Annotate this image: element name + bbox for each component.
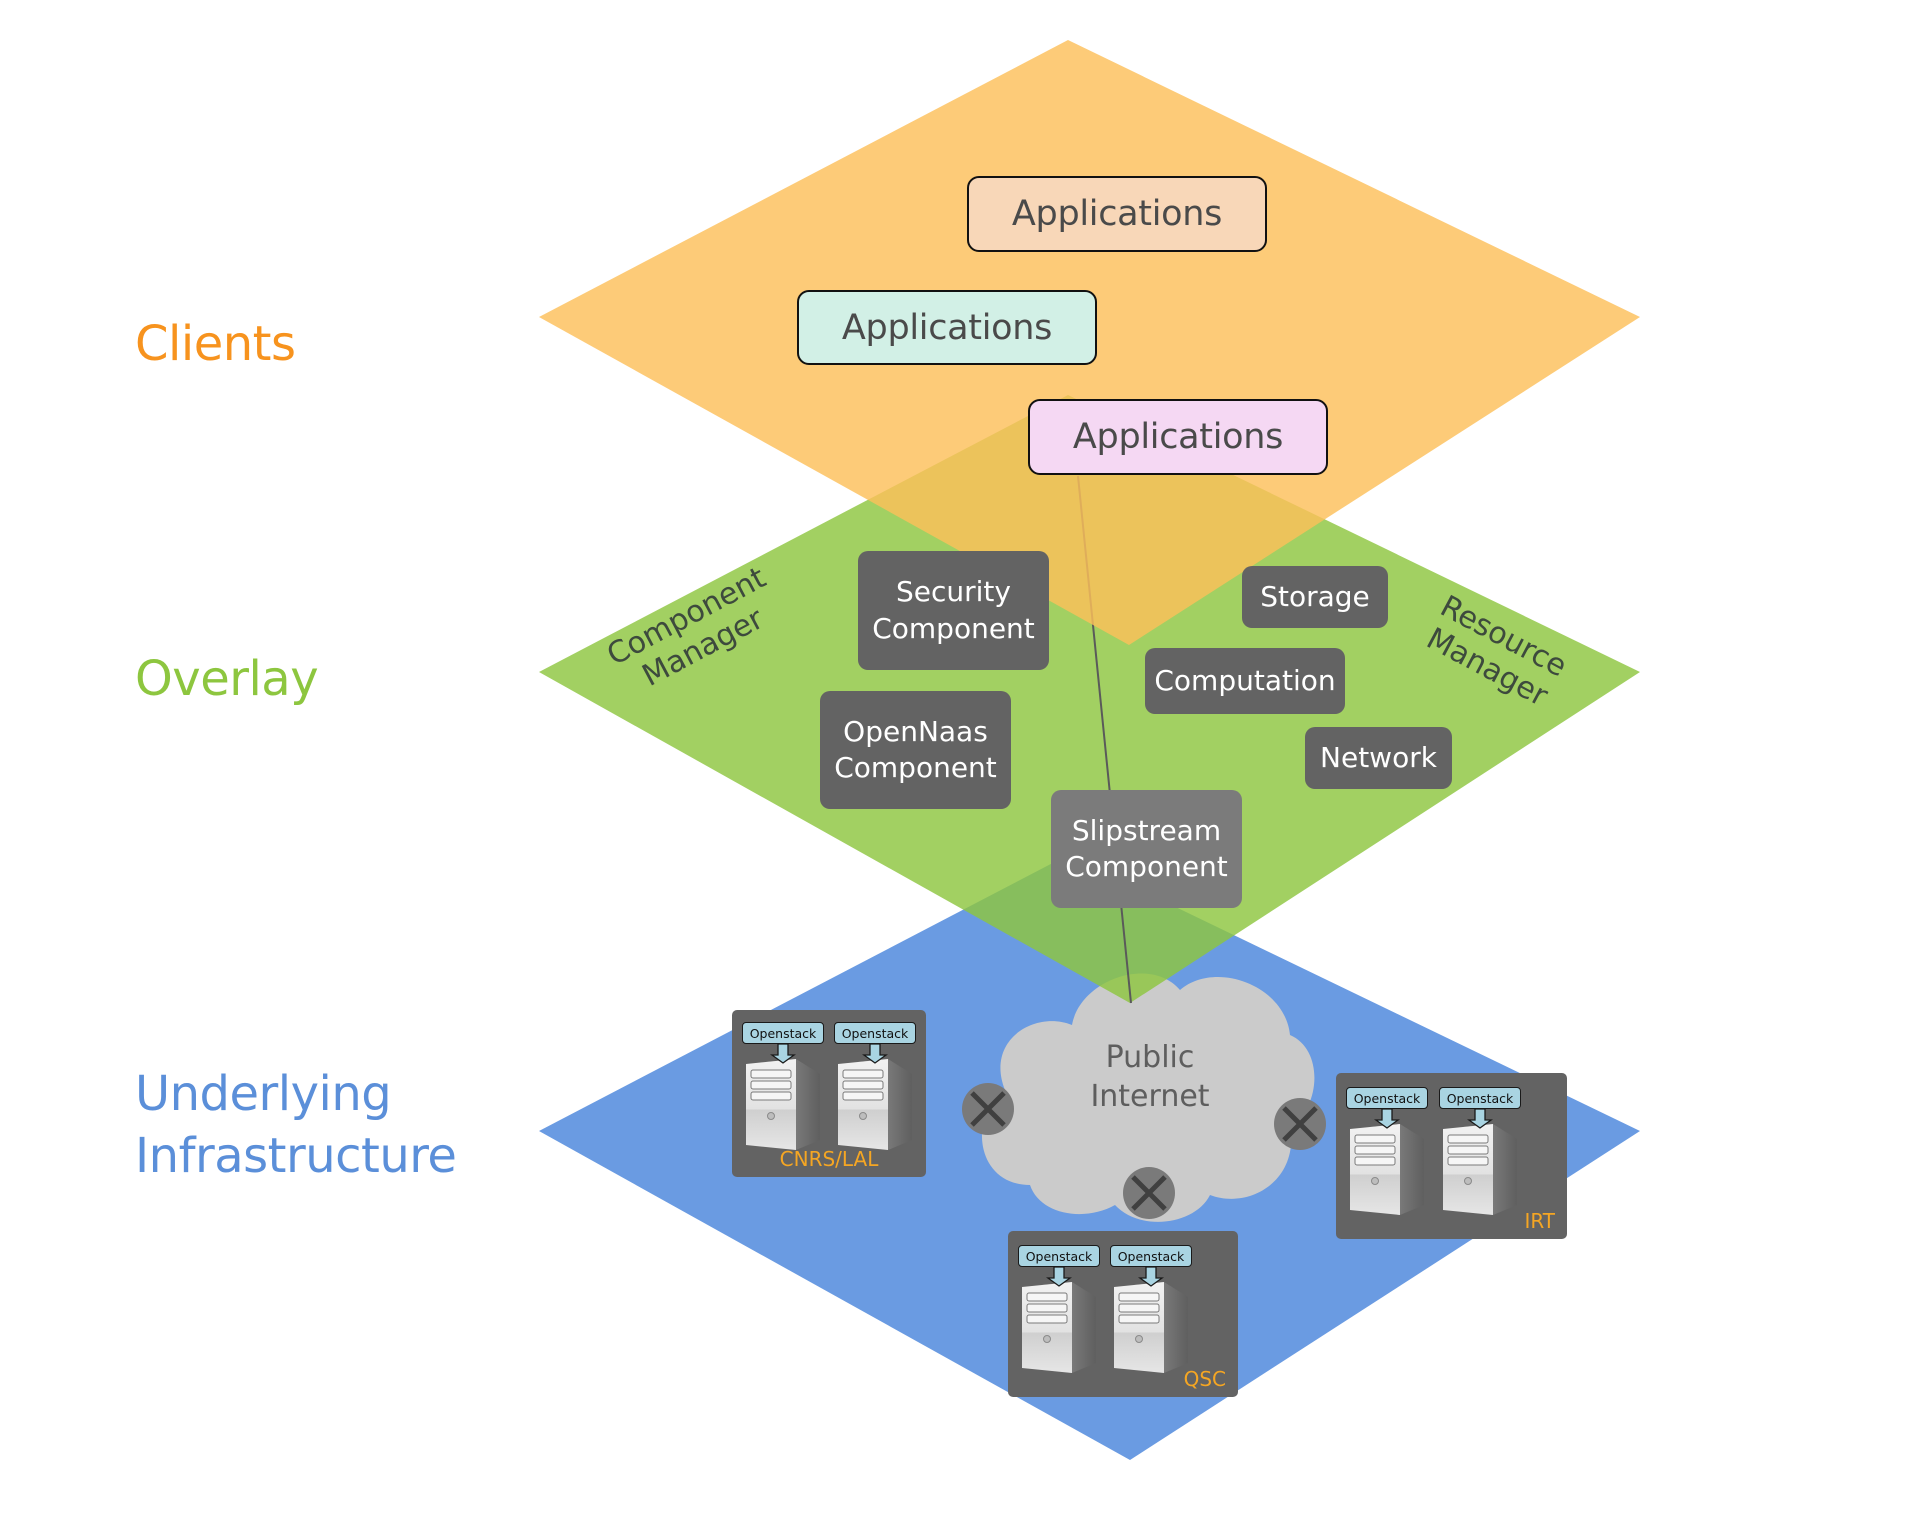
overlay-layer-label: Overlay [135,651,319,707]
server-icon [837,1043,913,1150]
x-marker-icon [1123,1167,1175,1219]
openstack-tag: Openstack [834,1022,916,1044]
storage-resource: Storage [1242,566,1388,628]
x-marker-icon [1274,1098,1326,1150]
openstack-node: Openstack [834,1022,918,1150]
cloud-line1: Public [1105,1040,1195,1075]
public-internet-cloud [981,973,1315,1222]
site-name: QSC [1183,1367,1226,1391]
server-icon [1113,1266,1189,1373]
application-label: Applications [1011,194,1223,234]
x-marker-icon [962,1083,1014,1135]
site-irt: Openstack Openstack IRT [1336,1073,1567,1239]
site-name: IRT [1524,1209,1555,1233]
component-line2: Component [834,751,997,784]
server-icon [1442,1108,1518,1215]
openstack-tag: Openstack [1439,1087,1521,1109]
server-icon [1021,1266,1097,1373]
component-line1: Slipstream [1071,813,1222,847]
public-internet-label: Public Internet [1060,1038,1240,1116]
application-box-1: Applications [967,176,1267,252]
application-box-3: Applications [1028,399,1328,475]
computation-resource: Computation [1145,648,1345,714]
infrastructure-layer-label: Underlying Infrastructure [135,1066,457,1185]
component-line1: OpenNaas [843,714,988,748]
infrastructure-label-line2: Infrastructure [135,1127,457,1184]
openstack-tag: Openstack [742,1022,824,1044]
cloud-line2: Internet [1090,1079,1210,1114]
server-icon [745,1043,821,1150]
component-line2: Component [872,611,1035,645]
clients-layer-label: Clients [135,316,296,372]
openstack-tag: Openstack [1346,1087,1428,1109]
site-qsc: Openstack Openstack QSC [1008,1231,1238,1397]
application-label: Applications [1072,417,1284,457]
component-line2: Component [1065,850,1228,883]
application-label: Applications [841,307,1053,348]
openstack-node: Openstack [1346,1087,1430,1215]
infrastructure-label-line1: Underlying [135,1066,392,1122]
network-resource: Network [1305,727,1452,789]
site-name: CNRS/LAL [779,1147,879,1171]
openstack-node: Openstack [1439,1087,1523,1215]
site-cnrs-lal: Openstack Openstack CNRS/LAL [732,1010,926,1177]
application-box-2: Applications [797,290,1097,365]
openstack-node: Openstack [742,1022,826,1150]
component-line1: Security [896,575,1011,609]
server-icon [1349,1108,1425,1215]
openstack-node: Openstack [1018,1245,1102,1373]
openstack-node: Openstack [1110,1245,1194,1373]
openstack-tag: Openstack [1110,1245,1192,1267]
overlay-plane [539,395,1640,1003]
